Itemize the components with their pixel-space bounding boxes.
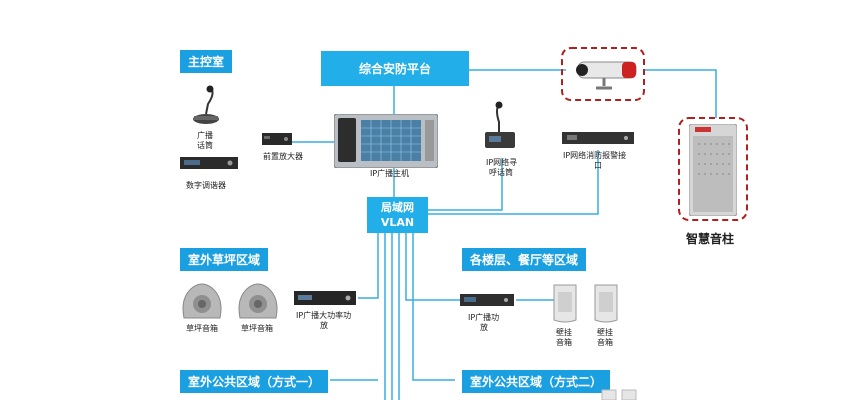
smart-column-icon [689,124,737,216]
floors-label: 各楼层、餐厅等区域 [462,248,587,271]
ip-amp-floor-caption-2: 放 [480,323,488,332]
outdoor-lawn-label: 室外草坪区域 [180,248,269,271]
smart-column-label: 智慧音柱 [686,232,735,246]
lawn-speaker-1-caption: 草坪音箱 [186,324,218,333]
preamp-icon [262,133,292,145]
column-highlight [678,117,748,221]
ip-amp-lawn-caption-1: IP广播大功率功 [296,311,352,320]
link-camera-column [645,69,717,118]
ip-host-icon [334,114,438,168]
ip-paging-caption-1: IP网络寻 [486,158,518,167]
ip-amp-floor-caption-1: IP广播功 [468,313,500,322]
control-room-label: 主控室 [180,50,233,73]
link-lan-public [412,233,455,381]
broadcast-mic-icon [193,85,219,124]
ip-amp-lawn-icon [294,291,356,305]
wall-speaker-2-caption-1: 壁挂 [597,328,613,337]
preamp-caption: 前置放大器 [263,152,303,161]
ip-paging-caption-2: 呼话筒 [489,168,513,177]
ip-paging-mic-icon [485,101,515,148]
ip-alarm-interface-icon [562,132,634,144]
link-paging-lan [428,158,503,211]
link-alarm-lan [428,150,599,215]
ip-amp-lawn-caption-2: 放 [320,321,328,330]
ip-amp-floor-icon [460,294,514,306]
link-lan-floor-amp [405,233,462,301]
ip-host-caption: IP广播主机 [370,169,410,178]
outdoor-public-2-label: 室外公共区域（方式二） [462,370,611,393]
broadcast-mic-caption-2: 话筒 [197,141,213,150]
wall-speaker-1-caption-2: 音箱 [556,338,572,347]
vlan-label: VLAN [380,216,415,229]
lan-label: 局域网 [381,201,414,214]
digital-tuner-icon [180,157,238,169]
wall-speaker-icon [594,284,618,323]
wall-speaker-partial-icon [601,389,637,400]
wall-speaker-1-caption-1: 壁挂 [556,328,572,337]
camera-icon [576,61,637,90]
lawn-speaker-icon [238,283,278,319]
broadcast-mic-caption-1: 广播 [197,131,213,140]
ip-alarm-caption-1: IP网络消防报警接 [563,151,627,160]
platform-box: 综合安防平台 [321,51,469,86]
ip-alarm-caption-2: 口 [594,161,602,170]
lawn-speaker-2-caption: 草坪音箱 [241,324,273,333]
wall-speaker-2-caption-2: 音箱 [597,338,613,347]
link-lan-lawn-amp [358,233,379,299]
lawn-speaker-icon [182,283,222,319]
wall-speaker-icon [553,284,577,323]
lan-box: 局域网 VLAN [367,197,428,233]
camera-highlight [561,47,645,101]
digital-tuner-caption: 数字调谐器 [186,181,226,190]
outdoor-public-1-label: 室外公共区域（方式一） [180,370,329,393]
